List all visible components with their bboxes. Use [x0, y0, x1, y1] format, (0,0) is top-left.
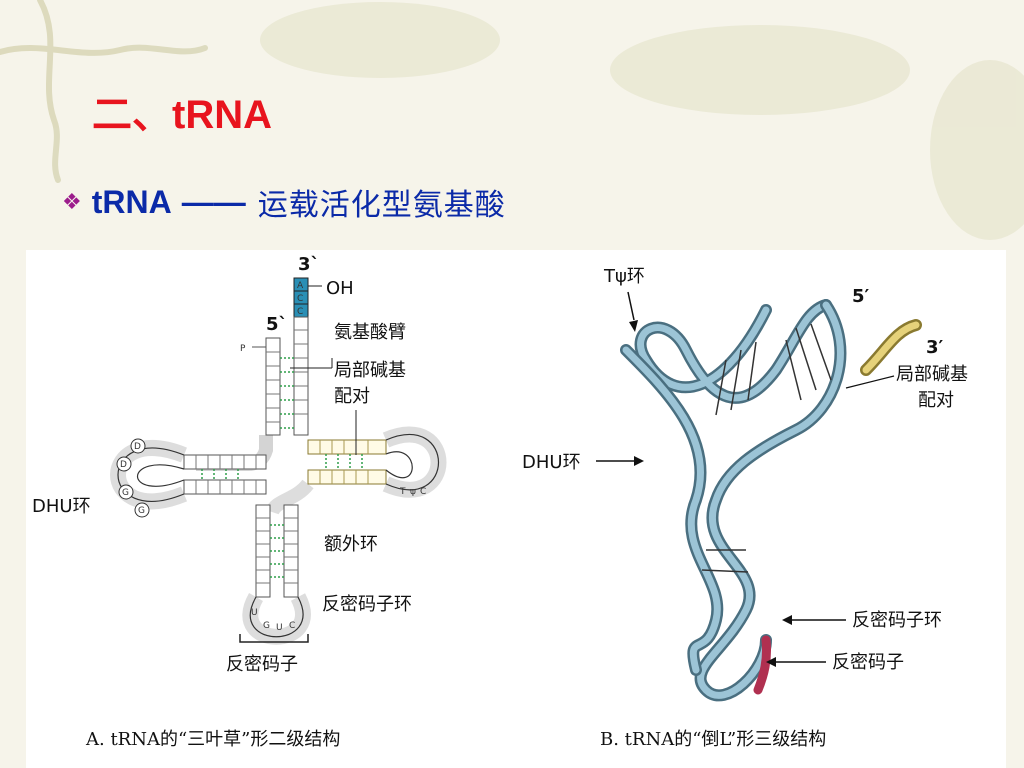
label-5-prime-right: 5′ [852, 286, 870, 307]
bullet-term: tRNA [91, 183, 172, 220]
cloverleaf-diagram: A C C D D [32, 254, 447, 750]
tpsi-bases: T ψ C [399, 487, 426, 497]
tpsi-base: ψ [410, 487, 416, 497]
label-base-pairing-line1: 局部碱基 [334, 360, 406, 381]
label-dhu-loop-right: DHU环 [522, 452, 581, 473]
trna-figure: A C C D D [26, 250, 1006, 768]
label-base-pairing-right-line1: 局部碱基 [896, 364, 968, 385]
label-anticodon-loop-right: 反密码子环 [852, 610, 942, 631]
label-p: P [240, 344, 246, 354]
caption-a: A. tRNA的“三叶草”形二级结构 [85, 729, 340, 750]
label-anticodon: 反密码子 [226, 654, 298, 675]
bullet-description: 运载活化型氨基酸 [257, 188, 506, 223]
anticodon-bases: U G U C [251, 608, 295, 633]
anticodon-base: G [263, 621, 270, 631]
label-3-prime-right: 3′ [926, 337, 944, 358]
bullet-point: ❖ tRNA —— 运载活化型氨基酸 [62, 180, 506, 224]
dhu-base: D [134, 442, 141, 452]
anticodon-base: U [276, 623, 283, 633]
bullet-dash: —— [181, 183, 246, 220]
anticodon-base: U [251, 608, 258, 618]
label-base-pairing-line2: 配对 [334, 386, 370, 407]
acc-base: A [297, 281, 304, 291]
dhu-base: D [120, 460, 127, 470]
label-tpsi-loop: Tψ环 [603, 266, 645, 287]
tpsi-base: T [399, 487, 406, 497]
dhu-base: G [138, 506, 145, 516]
anticodon-base: C [289, 621, 295, 631]
label-anticodon-loop: 反密码子环 [322, 594, 412, 615]
dhu-bases: D D G G [116, 438, 150, 518]
label-oh: OH [326, 278, 354, 299]
label-dhu-loop: DHU环 [32, 496, 91, 517]
diamond-bullet-icon: ❖ [62, 189, 82, 215]
label-acceptor-arm: 氨基酸臂 [334, 322, 406, 343]
label-3-prime: 3` [298, 254, 320, 275]
caption-b: B. tRNA的“倒L”形三级结构 [600, 729, 826, 750]
acc-base: C [297, 294, 303, 304]
acc-base: C [297, 307, 303, 317]
background-decoration [0, 0, 1024, 240]
label-extra-loop: 额外环 [324, 534, 378, 555]
dhu-base: G [122, 488, 129, 498]
tpsi-base: C [420, 487, 426, 497]
label-anticodon-right: 反密码子 [832, 652, 904, 673]
slide-title: 二、tRNA [92, 93, 272, 137]
label-base-pairing-right-line2: 配对 [918, 390, 954, 411]
label-5-prime: 5` [266, 314, 288, 335]
acc-end: A C C [293, 277, 309, 318]
inverted-l-diagram: Tψ环 5′ 3′ 局部碱基 配对 DHU环 反密码子环 反密码子 B. tRN… [522, 266, 968, 750]
